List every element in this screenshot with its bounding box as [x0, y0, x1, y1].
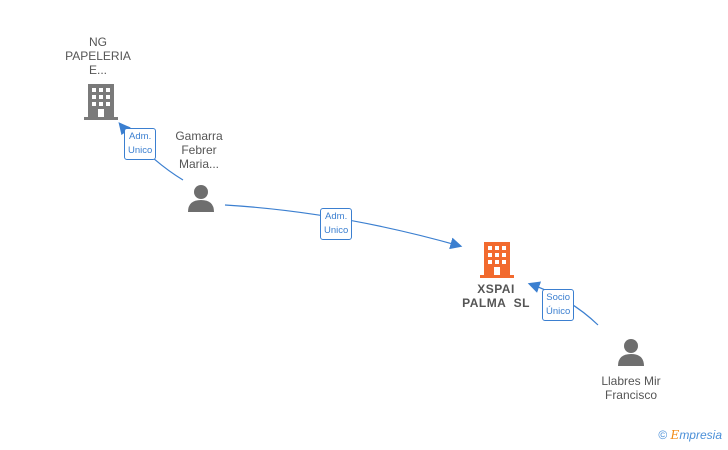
- person-icon[interactable]: [616, 338, 646, 368]
- node-gamarra[interactable]: Gamarra Febrer Maria...: [162, 129, 236, 171]
- node-label-line: PAPELERIA: [65, 49, 131, 63]
- person-icon[interactable]: [186, 184, 216, 214]
- node-ng-papeleria[interactable]: NG PAPELERIA E...: [58, 35, 138, 77]
- edge-label-llabres-xspai: Socio Único: [542, 289, 575, 321]
- brand-name: mpresia: [679, 428, 722, 442]
- node-xspai[interactable]: XSPAI PALMA SL: [452, 282, 540, 310]
- node-label-line: PALMA SL: [462, 296, 530, 310]
- node-label-line: XSPAI: [477, 282, 515, 296]
- node-label-line: E...: [88, 63, 107, 77]
- node-label-line: Llabres Mir: [601, 374, 661, 388]
- building-icon[interactable]: [480, 242, 514, 278]
- brand-initial: E: [670, 428, 680, 442]
- node-llabres[interactable]: Llabres Mir Francisco: [588, 374, 674, 402]
- node-label-line: Febrer: [181, 143, 217, 157]
- node-label-line: Maria...: [178, 157, 219, 171]
- node-label-line: NG: [89, 35, 107, 49]
- edge-label-gamarra-ng: Adm. Unico: [124, 128, 157, 160]
- edge-label-gamarra-xspai: Adm. Unico: [320, 208, 353, 240]
- empresia-logo: © Empresia: [658, 428, 722, 442]
- building-icon[interactable]: [84, 84, 118, 120]
- node-label-line: Francisco: [604, 388, 657, 402]
- copyright-symbol: ©: [658, 428, 668, 442]
- node-label-line: Gamarra: [175, 129, 223, 143]
